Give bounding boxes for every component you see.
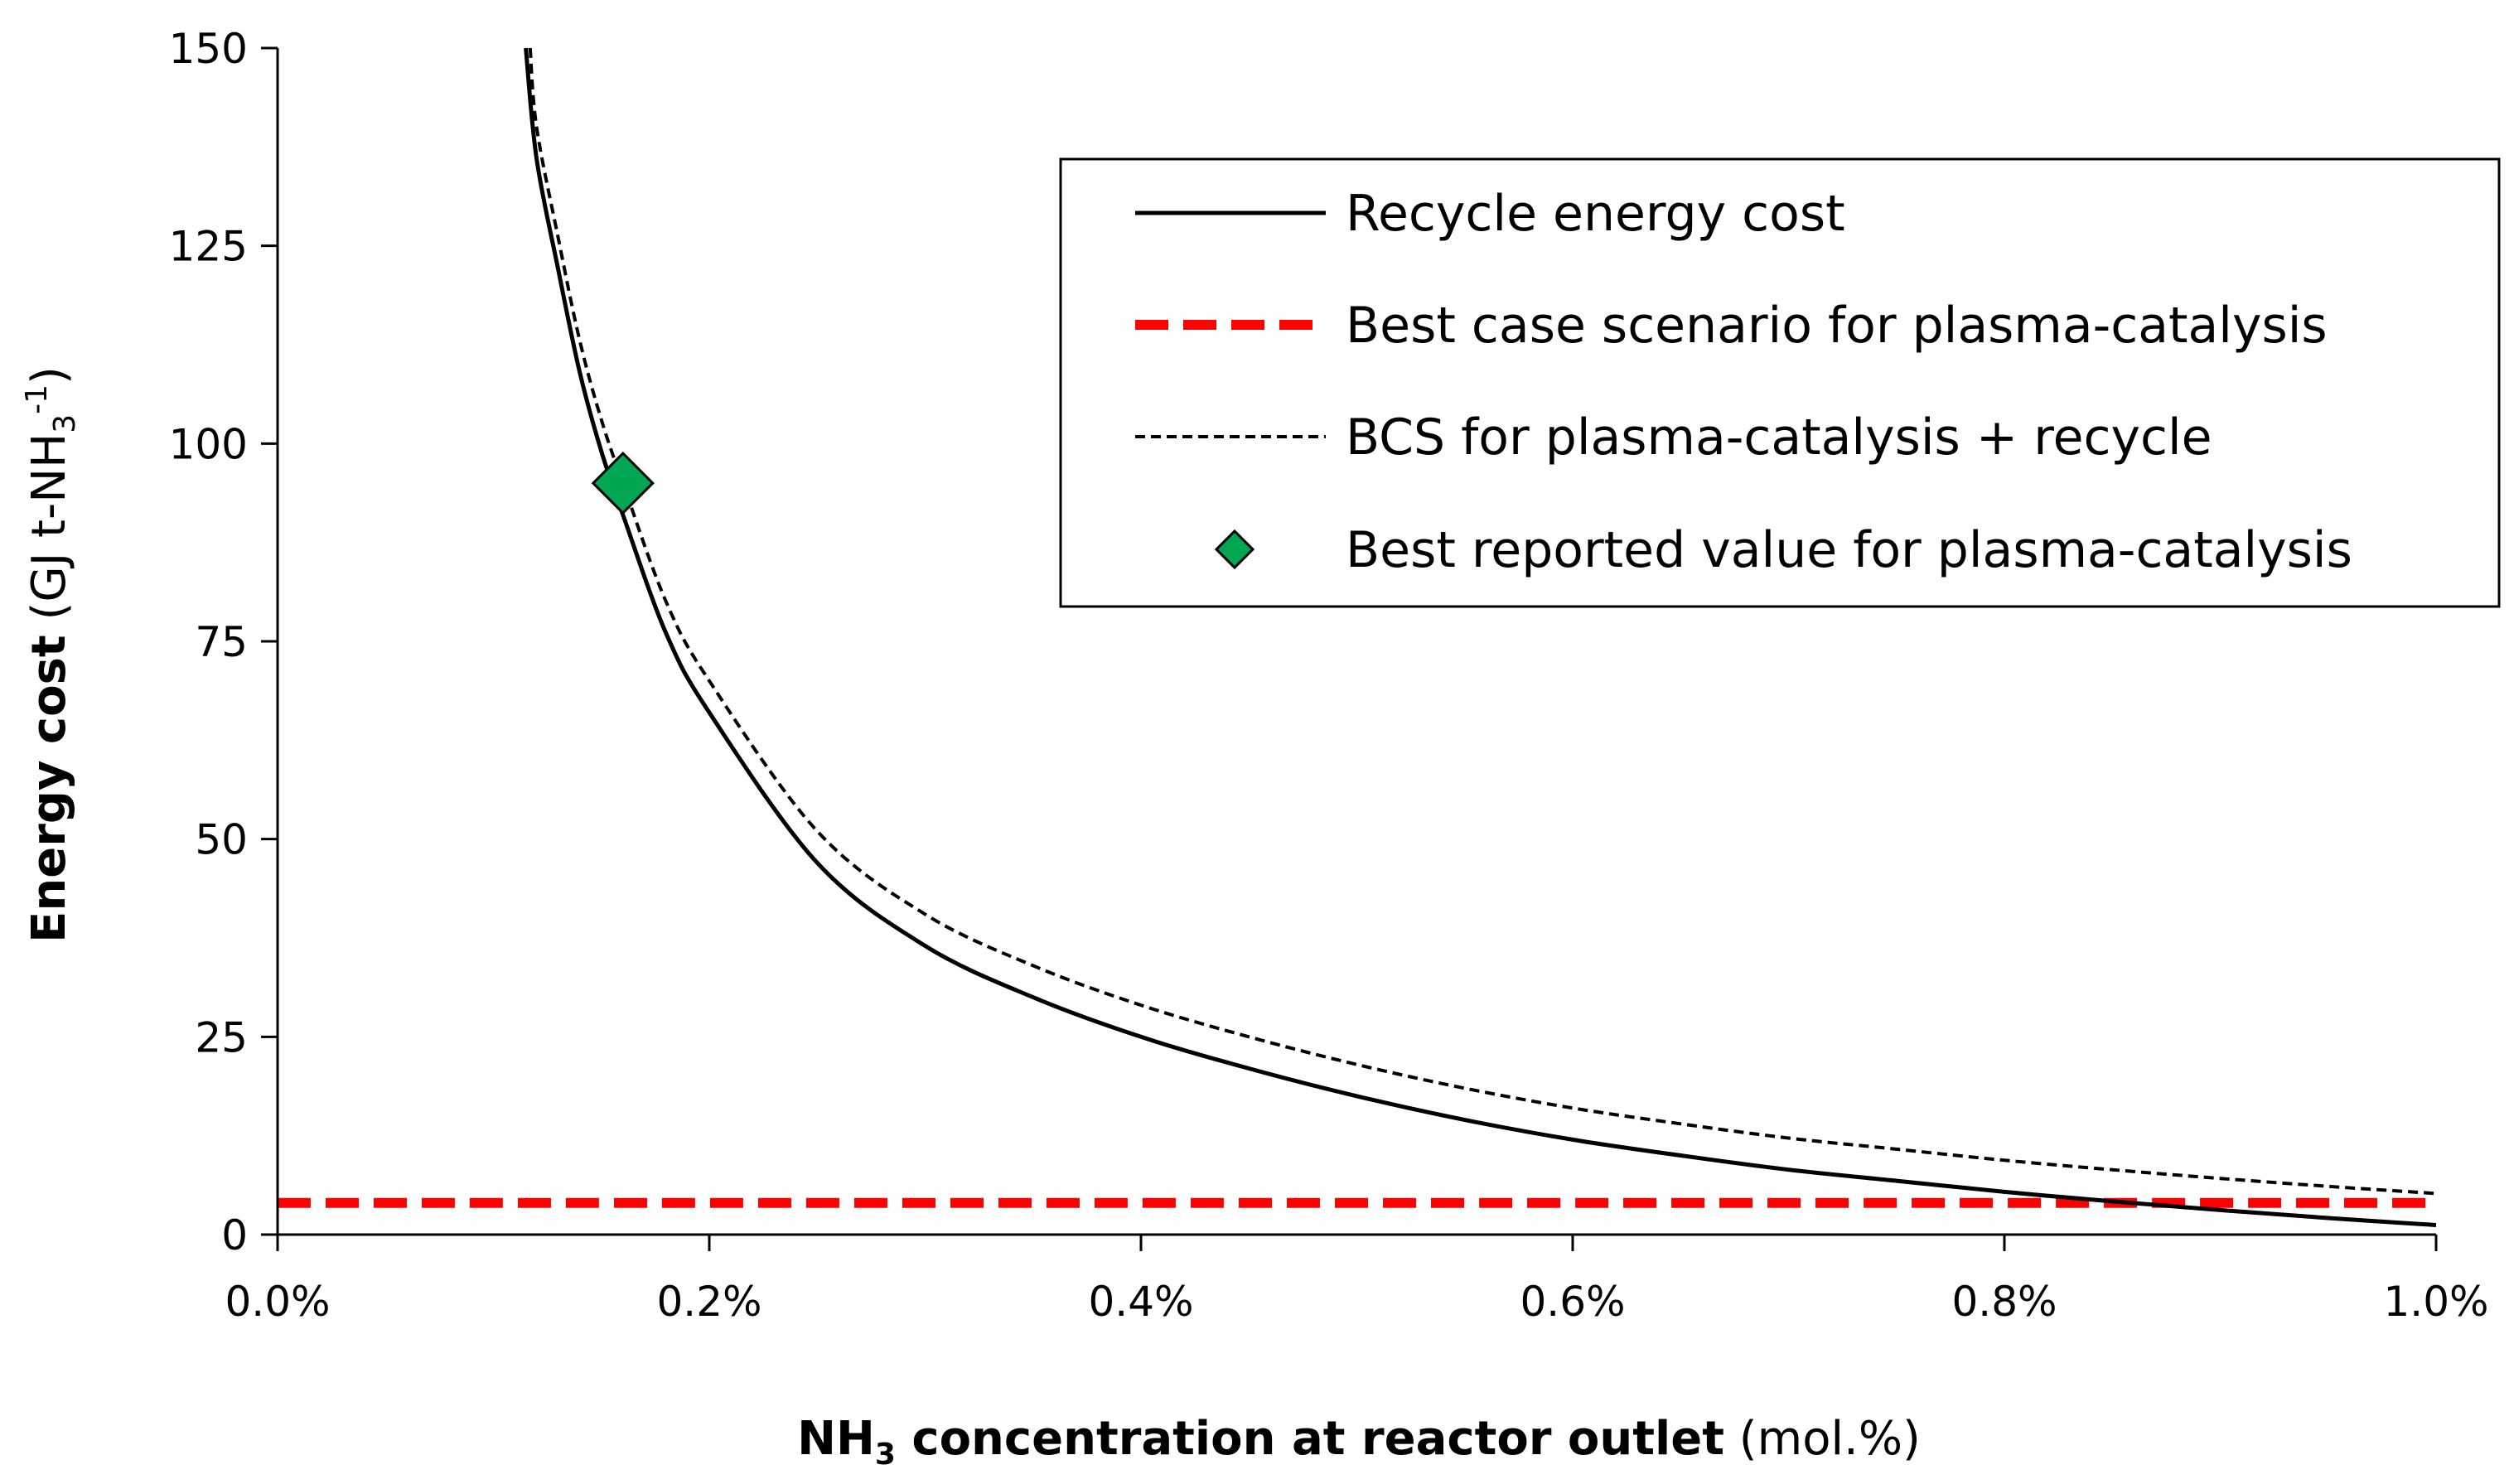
x-axis-title: NH3 concentration at reactor outlet (mol… <box>797 1412 1921 1472</box>
y-axis-title-superscript: -1 <box>20 384 54 414</box>
x-axis-title-main: NH <box>797 1412 875 1466</box>
y-axis-ticks: 0 25 50 75 100 125 150 <box>169 25 278 1259</box>
y-tick-label: 0 <box>221 1211 248 1259</box>
y-tick-label: 100 <box>169 420 248 468</box>
legend-label-best-reported: Best reported value for plasma-catalysis <box>1346 521 2352 579</box>
series-recycle-energy-cost <box>524 47 2437 1227</box>
x-axis-title-unit: (mol.%) <box>1724 1412 1921 1466</box>
legend-label-recycle: Recycle energy cost <box>1346 185 1845 243</box>
x-axis-ticks: 0.0% 0.2% 0.4% 0.6% 0.8% 1.0% <box>225 1235 2489 1326</box>
legend-label-best-case: Best case scenario for plasma-catalysis <box>1346 297 2328 355</box>
x-tick-label: 0.8% <box>1951 1278 2057 1326</box>
x-axis-title-rest: concentration at reactor outlet <box>896 1412 1724 1466</box>
y-tick-label: 75 <box>195 618 248 666</box>
x-axis-title-subscript: 3 <box>875 1438 896 1472</box>
y-axis-title-subscript: 3 <box>48 414 82 433</box>
y-axis-title-unit-open: (GJ t-NH <box>22 433 76 636</box>
series-best-reported-value-marker <box>591 451 655 515</box>
series-layer <box>278 47 2437 1227</box>
x-tick-label: 0.6% <box>1520 1278 1625 1326</box>
legend-box <box>1059 157 2501 608</box>
y-axis-title: Energy cost (GJ t-NH3-1) <box>20 366 82 943</box>
y-axis-title-unit-close: ) <box>22 366 76 384</box>
y-tick-label: 25 <box>195 1013 248 1061</box>
x-tick-label: 0.2% <box>656 1278 761 1326</box>
series-bcs-plus-recycle <box>528 47 2437 1196</box>
x-tick-label: 0.0% <box>225 1278 330 1326</box>
y-tick-label: 150 <box>169 25 248 73</box>
x-tick-label: 0.4% <box>1088 1278 1193 1326</box>
legend-swatch-best-reported <box>1214 529 1255 570</box>
y-axis-title-main: Energy cost <box>22 635 76 943</box>
legend: Recycle energy cost Best case scenario f… <box>1059 157 2501 608</box>
y-tick-label: 125 <box>169 223 248 271</box>
legend-label-bcs-recycle: BCS for plasma-catalysis + recycle <box>1346 408 2212 466</box>
x-tick-label: 1.0% <box>2383 1278 2488 1326</box>
y-tick-label: 50 <box>195 816 248 864</box>
